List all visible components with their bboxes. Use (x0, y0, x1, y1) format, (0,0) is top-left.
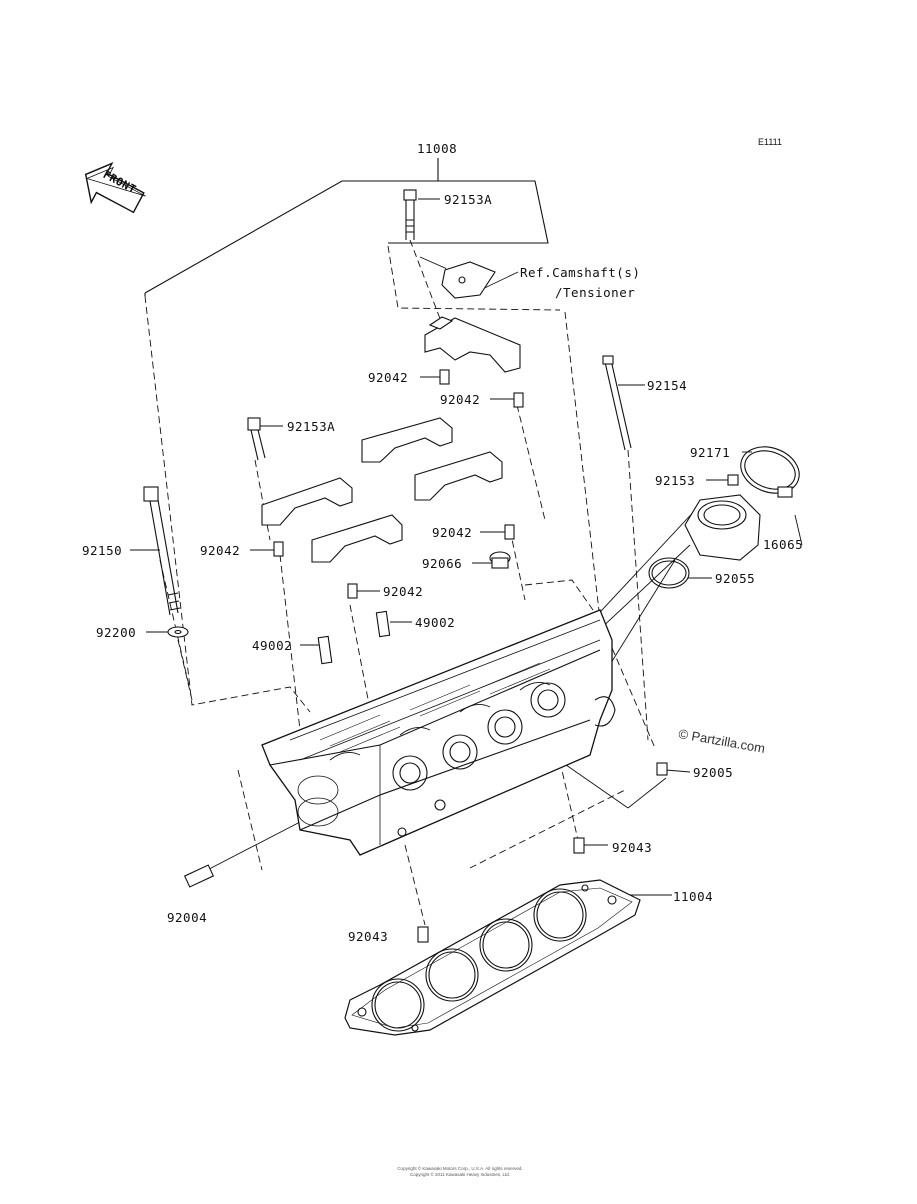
bolt-92154 (602, 355, 632, 451)
bolt-92153a-top (403, 189, 417, 240)
cam-cap-a (361, 417, 453, 463)
part-92153a-left[interactable]: 92153A (287, 419, 336, 434)
washer-92200 (167, 626, 189, 638)
assembly-bracket (144, 158, 549, 296)
part-92066[interactable]: 92066 (422, 556, 463, 571)
part-92042-a[interactable]: 92042 (368, 370, 409, 385)
copyright-footer: Copyright © Kawasaki Motors Corp., U.S.A… (330, 1166, 590, 1178)
part-92154[interactable]: 92154 (647, 378, 688, 393)
part-11004[interactable]: 11004 (673, 889, 714, 904)
footer-line-2: Copyright © 2011 Kawasaki Heavy Industri… (409, 1172, 511, 1177)
part-16065[interactable]: 16065 (763, 537, 804, 552)
footer-line-1: Copyright © Kawasaki Motors Corp., U.S.A… (397, 1166, 523, 1171)
part-92043-b[interactable]: 92043 (348, 929, 389, 944)
part-92042-c[interactable]: 92042 (200, 543, 241, 558)
part-49002-a[interactable]: 49002 (415, 615, 456, 630)
leader-lines-dashed (144, 239, 656, 926)
cam-cap-d (311, 514, 403, 563)
part-92042-b[interactable]: 92042 (440, 392, 481, 407)
ref-camshaft-label[interactable]: Ref.Camshaft(s) (520, 265, 641, 280)
part-92150[interactable]: 92150 (82, 543, 123, 558)
bolt-92153 (727, 474, 739, 486)
cam-cap-c (261, 477, 353, 526)
o-ring-92055 (648, 557, 690, 589)
dowels (273, 369, 585, 943)
head-gasket-11004 (344, 879, 641, 1036)
valve-guides (317, 610, 391, 665)
part-92004[interactable]: 92004 (167, 910, 208, 925)
part-92043-a[interactable]: 92043 (612, 840, 653, 855)
front-arrow (84, 162, 146, 214)
part-49002-b[interactable]: 49002 (252, 638, 293, 653)
part-11008[interactable]: 11008 (417, 141, 458, 156)
cam-cap-b (414, 451, 503, 501)
plug-92005 (656, 762, 668, 776)
part-92042-d[interactable]: 92042 (432, 525, 473, 540)
clamp-92171 (740, 446, 800, 498)
part-92153[interactable]: 92153 (655, 473, 696, 488)
part-92200[interactable]: 92200 (96, 625, 137, 640)
part-92005[interactable]: 92005 (693, 765, 734, 780)
holder-16065 (684, 494, 761, 561)
part-92153a-top[interactable]: 92153A (444, 192, 493, 207)
ref-tensioner-label[interactable]: /Tensioner (555, 285, 636, 300)
bolt-92150 (143, 486, 181, 616)
grommet-92066 (489, 551, 511, 569)
tensioner-bracket (441, 261, 496, 299)
part-92042-e[interactable]: 92042 (383, 584, 424, 599)
part-92055[interactable]: 92055 (715, 571, 756, 586)
cam-cap-top (424, 316, 521, 373)
part-92171[interactable]: 92171 (690, 445, 731, 460)
stud-92004 (183, 864, 215, 888)
bolt-92153a-left (247, 417, 266, 461)
cylinder-head (261, 609, 616, 856)
diagram-code: E1111 (758, 137, 783, 147)
